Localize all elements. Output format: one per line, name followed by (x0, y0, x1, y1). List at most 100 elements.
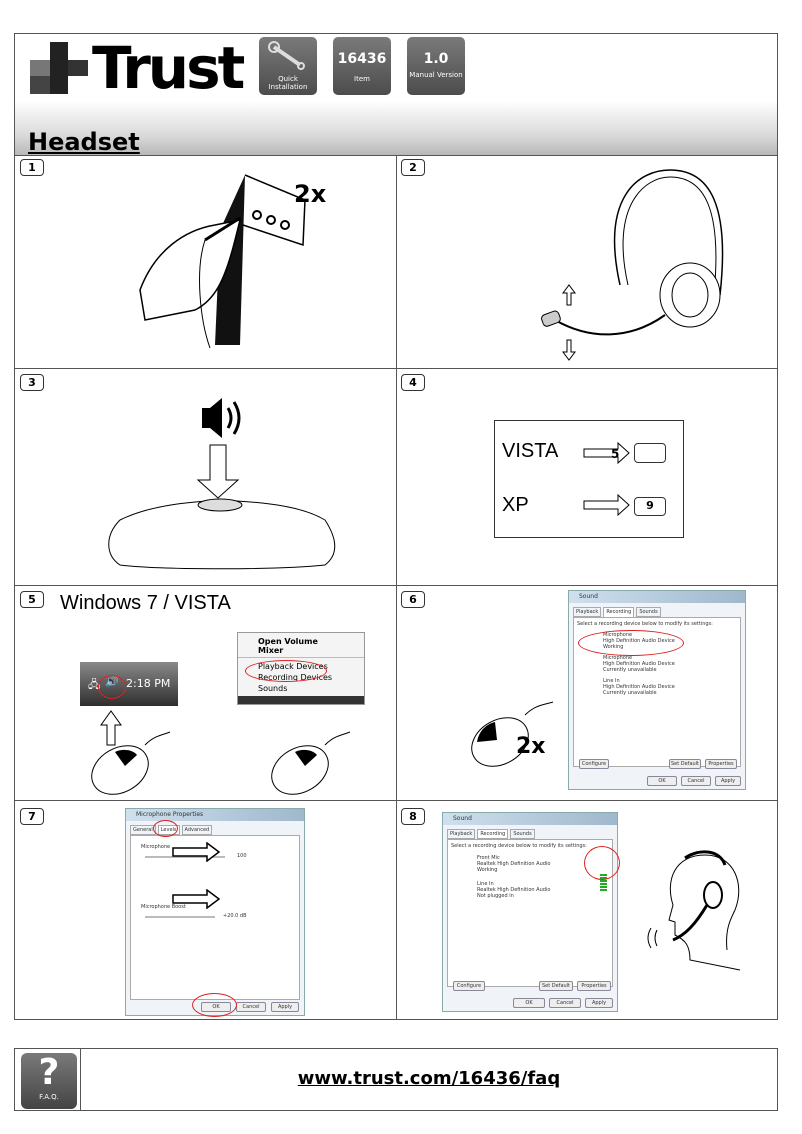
configure-button[interactable]: Configure (579, 759, 609, 769)
step-number: 4 (401, 374, 425, 391)
properties-button[interactable]: Properties (705, 759, 737, 769)
arrow-right-icon (583, 442, 630, 464)
page-title: Headset (28, 128, 140, 156)
item-number: 16436 (337, 51, 387, 67)
arrow-right-icon (583, 494, 630, 516)
arrow-up-icon (100, 710, 122, 746)
highlight-circle (98, 675, 126, 699)
step-number: 7 (20, 808, 44, 825)
version-number: 1.0 (423, 51, 449, 67)
headset-illustration (541, 169, 724, 361)
taskbar-tray: 🖧 🔊 2:18 PM (80, 662, 178, 706)
cancel-button[interactable]: Cancel (681, 776, 711, 786)
trust-logo-mark-icon (30, 42, 88, 94)
microphone-label: Microphone (141, 844, 171, 850)
step-5-title: Windows 7 / VISTA (60, 592, 231, 614)
tab-advanced[interactable]: Advanced (181, 825, 213, 835)
step-number: 1 (20, 159, 44, 176)
step-number: 5 (20, 591, 44, 608)
apply-button[interactable]: Apply (715, 776, 741, 786)
microphone-boost-label: Microphone Boost (141, 904, 186, 910)
tab-sounds[interactable]: Sounds (510, 829, 535, 839)
tile-label: Item (354, 75, 370, 83)
step-number: 8 (401, 808, 425, 825)
volume-control-illustration (108, 398, 336, 570)
instruction-text: Select a recording device below to modif… (451, 843, 587, 849)
microphone-properties-dialog: Microphone Properties General Levels Adv… (125, 808, 305, 1016)
ok-button[interactable]: OK (513, 998, 545, 1008)
os-selector-box (494, 420, 684, 538)
tile-label: Manual Version (409, 71, 463, 79)
times-two-label: 2x (294, 180, 327, 208)
dialog-title: Sound (443, 813, 617, 825)
apply-button[interactable]: Apply (271, 1002, 299, 1012)
goto-step-5: 5 (611, 447, 620, 461)
speaker-icon (202, 398, 222, 438)
microphone-boost-slider[interactable] (145, 916, 215, 918)
trust-logo: Trust (30, 34, 245, 102)
highlight-circle (192, 993, 237, 1017)
xp-label: XP (502, 494, 529, 516)
set-default-button[interactable]: Set Default (669, 759, 701, 769)
plug-in-jack-illustration (139, 174, 306, 349)
step-ref-box (634, 443, 666, 463)
mouse-illustration (91, 731, 171, 795)
brand-name: Trust (92, 34, 245, 102)
header (15, 34, 777, 155)
step-number: 2 (401, 159, 425, 176)
highlight-circle (584, 846, 620, 880)
tab-playback[interactable]: Playback (573, 607, 602, 617)
dialog-title: Microphone Properties (126, 809, 304, 821)
tab-playback[interactable]: Playback (447, 829, 476, 839)
mouse-illustration (471, 701, 554, 767)
person-wearing-headset-illustration (647, 850, 741, 971)
wrench-icon (268, 41, 305, 70)
cancel-button[interactable]: Cancel (236, 1002, 266, 1012)
step-number: 3 (20, 374, 44, 391)
manual-version-tile: 1.0 Manual Version (407, 37, 465, 95)
microphone-level-value: 100 (237, 853, 247, 859)
faq-tile: ? F.A.Q. (21, 1053, 77, 1109)
ok-button[interactable]: OK (647, 776, 677, 786)
instruction-text: Select a recording device below to modif… (577, 621, 713, 627)
divider (80, 1048, 81, 1111)
question-mark-icon: ? (38, 1052, 60, 1093)
double-click-label: 2x (516, 734, 546, 759)
menu-item-sounds[interactable]: Sounds (258, 684, 288, 693)
cancel-button[interactable]: Cancel (549, 998, 581, 1008)
tab-recording[interactable]: Recording (477, 829, 509, 839)
vista-label: VISTA (502, 440, 559, 462)
divider (396, 155, 397, 1020)
step-number: 6 (401, 591, 425, 608)
item-number-tile: 16436 Item (333, 37, 391, 95)
tab-recording[interactable]: Recording (603, 607, 635, 617)
goto-step-9: 9 (634, 497, 666, 516)
tab-general[interactable]: General (130, 825, 156, 835)
highlight-circle (578, 630, 684, 656)
menu-item-open-volume-mixer[interactable]: Open Volume Mixer (238, 633, 364, 658)
microphone-level-slider[interactable] (145, 856, 225, 858)
faq-label: F.A.Q. (39, 1093, 59, 1101)
properties-button[interactable]: Properties (577, 981, 611, 991)
tile-label: Quick Installation (268, 75, 308, 91)
microphone-boost-value: +20.0 dB (223, 913, 247, 919)
highlight-circle (245, 660, 327, 682)
tab-sounds[interactable]: Sounds (636, 607, 661, 617)
mouse-illustration (271, 731, 351, 795)
configure-button[interactable]: Configure (453, 981, 485, 991)
apply-button[interactable]: Apply (585, 998, 613, 1008)
footer (14, 1048, 778, 1111)
set-default-button[interactable]: Set Default (539, 981, 573, 991)
highlight-circle (153, 820, 178, 837)
arrow-right-icon (172, 842, 221, 862)
clock: 2:18 PM (126, 677, 171, 690)
arrow-right-icon (172, 889, 221, 909)
dialog-title: Sound (569, 591, 745, 603)
sound-dialog: Sound Playback Recording Sounds Select a… (442, 812, 618, 1012)
sound-dialog: Sound Playback Recording Sounds Select a… (568, 590, 746, 790)
faq-link[interactable]: www.trust.com/16436/faq (297, 1068, 561, 1089)
